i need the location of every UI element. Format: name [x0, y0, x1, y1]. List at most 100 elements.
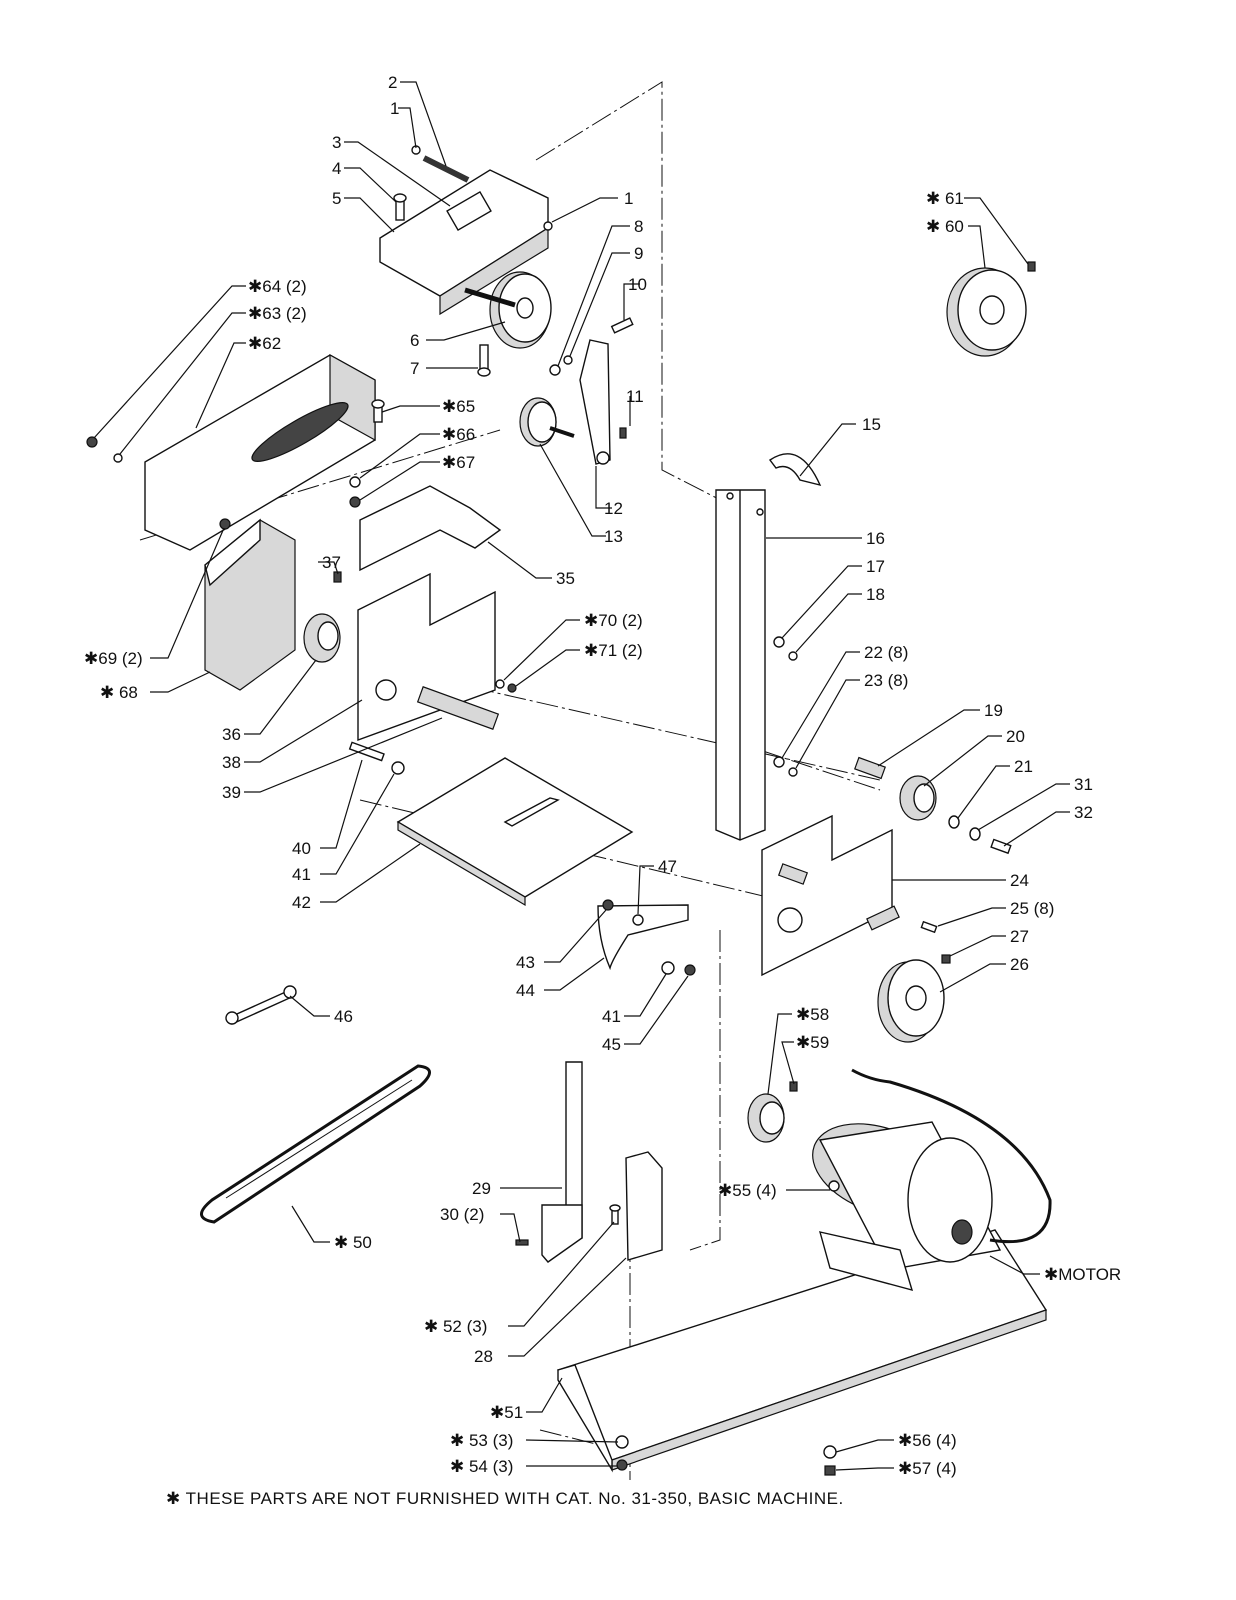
label-59: ✱59 [796, 1033, 829, 1052]
label-67: ✱67 [442, 453, 475, 472]
washer-56 [823, 1445, 837, 1459]
washer-66 [349, 476, 361, 488]
label-23: 23 (8) [864, 671, 908, 690]
bolt-40 [348, 741, 385, 762]
label-37: 37 [322, 553, 341, 572]
nut-17 [773, 636, 785, 648]
label-9: 9 [634, 244, 643, 263]
washer-18 [788, 651, 798, 661]
label-8: 8 [634, 217, 643, 236]
motor-pulley [747, 1093, 785, 1143]
label-70: ✱70 (2) [584, 611, 643, 630]
label-42: 42 [292, 893, 311, 912]
column [715, 489, 766, 841]
label-57: ✱57 (4) [898, 1459, 957, 1478]
set-screw-61 [1027, 261, 1036, 272]
part-labels: 1 2 3 4 5 1 8 9 10 6 7 11 12 13 15 16 17… [84, 73, 1121, 1478]
wrench [225, 985, 297, 1025]
label-58: ✱58 [796, 1005, 829, 1024]
label-11: 11 [626, 387, 644, 406]
label-54: ✱ 54 (3) [450, 1457, 513, 1476]
label-motor: ✱MOTOR [1044, 1265, 1121, 1284]
washer-21 [948, 815, 960, 829]
stud-lower [777, 863, 809, 885]
washer-23 [788, 767, 798, 777]
label-63: ✱63 (2) [248, 304, 307, 323]
screw-10 [610, 317, 634, 334]
label-30: 30 (2) [440, 1205, 484, 1224]
label-45: 45 [602, 1035, 621, 1054]
lower-wheel [877, 959, 945, 1043]
drive-belt [200, 1064, 431, 1224]
label-1a: 1 [390, 99, 399, 118]
label-38: 38 [222, 753, 241, 772]
tension-arm [579, 339, 611, 465]
spring-clip [768, 453, 822, 487]
nut-57 [824, 1465, 836, 1476]
label-6: 6 [410, 331, 419, 350]
pulley-36 [303, 613, 341, 663]
angle-bracket [625, 1151, 663, 1261]
lower-mount-plate [761, 814, 900, 977]
label-4: 4 [332, 159, 341, 178]
screw-30 [515, 1239, 529, 1246]
label-51: ✱51 [490, 1403, 523, 1422]
label-35: 35 [556, 569, 575, 588]
leader-lines [93, 81, 1070, 1471]
label-66: ✱66 [442, 425, 475, 444]
label-24: 24 [1010, 871, 1029, 890]
label-15: 15 [862, 415, 881, 434]
label-71: ✱71 (2) [584, 641, 643, 660]
label-65: ✱65 [442, 397, 475, 416]
screw-69 [219, 518, 231, 530]
label-36: 36 [222, 725, 241, 744]
label-31: 31 [1074, 775, 1093, 794]
pin [422, 155, 470, 183]
label-46: 46 [334, 1007, 353, 1026]
serrated-wheel [946, 267, 1027, 357]
label-52: ✱ 52 (3) [424, 1317, 487, 1336]
nut-45 [684, 964, 696, 976]
label-20: 20 [1006, 727, 1025, 746]
footer-note: ✱ THESE PARTS ARE NOT FURNISHED WITH CAT… [166, 1489, 844, 1508]
tilt-bracket [597, 904, 689, 971]
nut-54 [616, 1459, 628, 1471]
screw-55 [828, 1180, 840, 1192]
label-43: 43 [516, 953, 535, 972]
washer-63 [113, 453, 123, 463]
back-plate [357, 572, 496, 742]
power-cord [851, 1068, 1052, 1244]
idler-wheel [519, 397, 575, 447]
motor [812, 1121, 1002, 1292]
nut-22 [773, 756, 785, 768]
nut-71 [507, 683, 517, 693]
screw-32 [990, 838, 1012, 855]
label-39: 39 [222, 783, 241, 802]
stud-19 [854, 756, 886, 780]
washer-47 [632, 914, 644, 926]
label-17: 17 [866, 557, 885, 576]
work-table [396, 757, 634, 907]
label-25: 25 (8) [1010, 899, 1054, 918]
support-bar [541, 1061, 583, 1263]
label-12: 12 [604, 499, 623, 518]
washer-41b [661, 961, 675, 975]
washer-70 [495, 679, 505, 689]
screw-52 [609, 1204, 621, 1225]
nut-67 [349, 496, 361, 508]
label-60: ✱ 60 [926, 217, 964, 236]
set-screw-27 [941, 954, 951, 964]
screw-4 [393, 193, 407, 221]
label-64: ✱64 (2) [248, 277, 307, 296]
label-41a: 41 [292, 865, 311, 884]
label-22: 22 (8) [864, 643, 908, 662]
pulley-guard [204, 518, 296, 691]
label-26: 26 [1010, 955, 1029, 974]
label-50: ✱ 50 [334, 1233, 372, 1252]
label-41b: 41 [602, 1007, 621, 1026]
label-55: ✱55 (4) [718, 1181, 777, 1200]
label-61: ✱ 61 [926, 189, 964, 208]
nut-8 [549, 364, 561, 376]
label-28: 28 [474, 1347, 493, 1366]
label-32: 32 [1074, 803, 1093, 822]
